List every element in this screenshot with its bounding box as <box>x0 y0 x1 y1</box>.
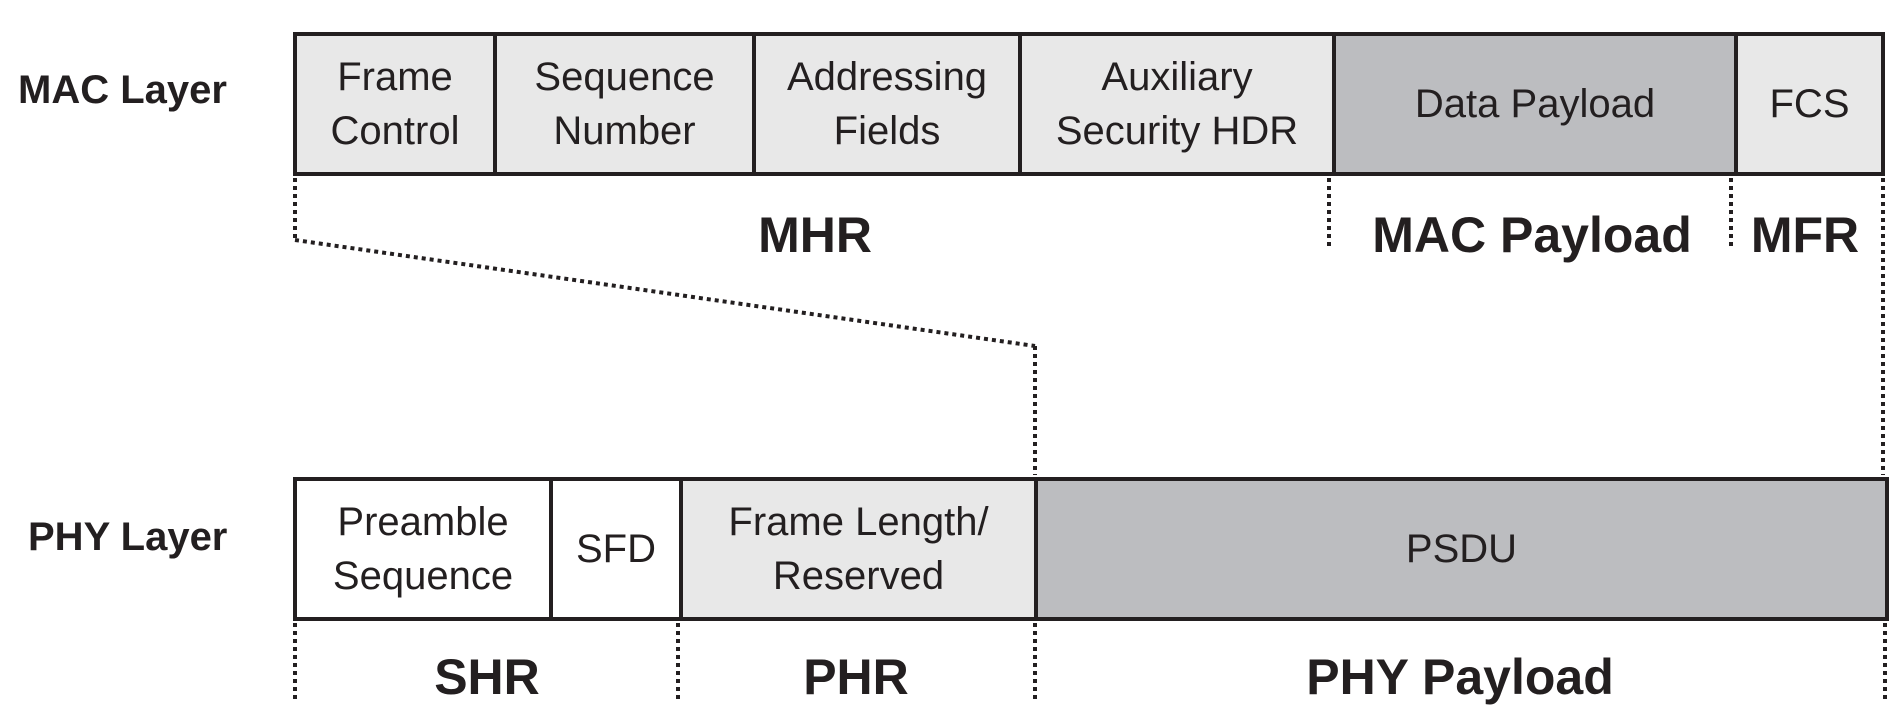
phy-field-psdu-label: PSDU <box>1405 527 1518 571</box>
phy-field-frame-length-reserved-line2: Reserved <box>772 554 945 598</box>
phy-field-sfd: SFD <box>553 481 683 617</box>
phy-field-frame-length-reserved: Frame Length/ Reserved <box>683 481 1038 617</box>
phy-field-sfd-label: SFD <box>576 527 656 571</box>
mac-layer-label: MAC Layer <box>18 68 227 112</box>
mac-field-frame-control-line1: Frame <box>337 55 453 99</box>
mac-payload-group-label: MAC Payload <box>1372 207 1692 263</box>
mac-field-sequence-number: Sequence Number <box>497 36 756 172</box>
mac-field-auxiliary-security-hdr: Auxiliary Security HDR <box>1022 36 1336 172</box>
mac-field-sequence-number-line2: Number <box>553 109 696 153</box>
mac-field-frame-control: Frame Control <box>297 36 497 172</box>
mhr-to-psdu-diagonal-dotted-line <box>294 238 1036 348</box>
mac-field-fcs-label: FCS <box>1769 82 1850 126</box>
mac-field-addressing-fields-line1: Addressing <box>786 55 988 99</box>
mac-frame: Frame Control Sequence Number Addressing… <box>293 32 1885 176</box>
mhr-group-label: MHR <box>758 207 872 263</box>
phy-field-frame-length-reserved-line1: Frame Length/ <box>728 500 989 544</box>
phy-layer-label: PHY Layer <box>28 515 228 559</box>
phy-field-psdu: PSDU <box>1038 481 1885 617</box>
mac-field-frame-control-line2: Control <box>330 109 460 153</box>
phy-field-preamble-sequence-line2: Sequence <box>332 554 514 598</box>
phr-group-label: PHR <box>803 649 909 705</box>
mac-field-addressing-fields-line2: Fields <box>833 109 941 153</box>
mac-field-sequence-number-line1: Sequence <box>534 55 715 99</box>
mfr-group-label: MFR <box>1750 207 1860 263</box>
mac-field-addressing-fields: Addressing Fields <box>756 36 1022 172</box>
phy-field-preamble-sequence: Preamble Sequence <box>297 481 553 617</box>
mac-field-data-payload-label: Data Payload <box>1414 82 1656 126</box>
mac-field-data-payload: Data Payload <box>1336 36 1738 172</box>
mac-field-fcs: FCS <box>1738 36 1881 172</box>
phy-field-preamble-sequence-line1: Preamble <box>337 500 509 544</box>
shr-group-label: SHR <box>434 649 540 705</box>
phy-payload-group-label: PHY Payload <box>1306 649 1614 705</box>
mac-field-auxiliary-security-hdr-line2: Security HDR <box>1055 109 1299 153</box>
mac-field-auxiliary-security-hdr-line1: Auxiliary <box>1101 55 1253 99</box>
phy-frame: Preamble Sequence SFD Frame Length/ Rese… <box>293 477 1889 621</box>
